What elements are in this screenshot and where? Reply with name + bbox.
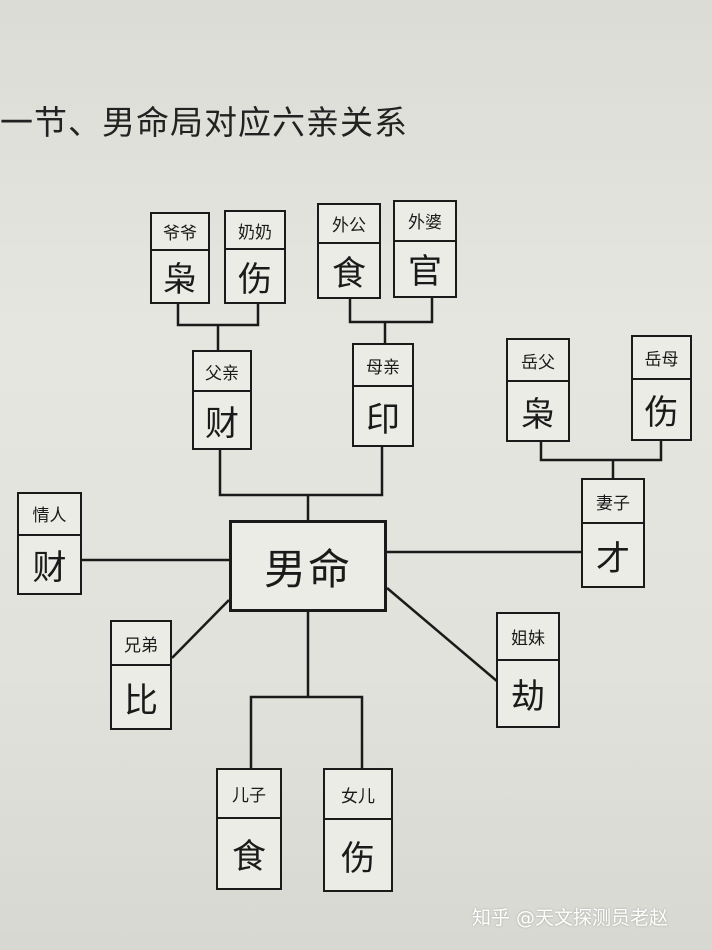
node-sister: 姐妹 劫 xyxy=(496,612,560,728)
ten-god-label: 枭 xyxy=(521,394,555,435)
node-mother-in-law: 岳母 伤 xyxy=(631,335,692,441)
ten-god-label: 伤 xyxy=(341,838,375,879)
ten-god-label: 财 xyxy=(32,547,67,588)
ten-god-label: 食 xyxy=(332,253,366,294)
line-to-brother xyxy=(171,599,230,659)
relation-label: 母亲 xyxy=(354,345,412,387)
line-maternal-grandparents xyxy=(348,297,434,324)
node-father-in-law: 岳父 枭 xyxy=(506,338,570,442)
relation-label: 外婆 xyxy=(395,202,455,242)
line-children xyxy=(249,695,364,768)
relation-label: 女儿 xyxy=(325,770,391,820)
relation-label: 姐妹 xyxy=(498,614,558,661)
ten-god-label: 劫 xyxy=(511,676,545,717)
line-parents xyxy=(218,446,384,497)
ten-god-label: 伤 xyxy=(644,392,679,433)
ten-god-label: 伤 xyxy=(238,259,272,300)
relation-label: 儿子 xyxy=(218,770,280,820)
relation-label: 岳父 xyxy=(508,340,568,382)
node-mother: 母亲 印 xyxy=(352,343,414,447)
relation-label: 外公 xyxy=(319,205,379,244)
ten-god-label: 才 xyxy=(596,538,630,579)
line-to-sister xyxy=(386,587,499,683)
center-node-male-chart: 男命 xyxy=(229,520,387,612)
relation-label: 父亲 xyxy=(194,352,250,393)
relation-label: 爷爷 xyxy=(152,214,208,252)
node-grandfather-maternal: 外公 食 xyxy=(317,203,381,299)
node-grandfather-paternal: 爷爷 枭 xyxy=(150,212,210,304)
relation-label: 奶奶 xyxy=(226,212,284,250)
watermark: 知乎 @天文探测员老赵 xyxy=(472,907,669,929)
node-lover: 情人 财 xyxy=(17,492,82,595)
ten-god-label: 官 xyxy=(408,252,442,293)
relation-label: 岳母 xyxy=(633,337,690,380)
node-daughter: 女儿 伤 xyxy=(323,768,393,892)
node-grandmother-maternal: 外婆 官 xyxy=(393,200,457,298)
line-in-laws xyxy=(539,440,663,462)
node-brother: 兄弟 比 xyxy=(110,620,172,730)
node-grandmother-paternal: 奶奶 伤 xyxy=(224,210,286,304)
relation-label: 兄弟 xyxy=(112,622,170,667)
ten-god-label: 印 xyxy=(366,399,400,440)
line-paternal-grandparents xyxy=(176,302,260,327)
ten-god-label: 比 xyxy=(124,680,158,721)
node-wife: 妻子 才 xyxy=(581,478,645,588)
ten-god-label: 枭 xyxy=(163,260,197,301)
node-son: 儿子 食 xyxy=(216,768,282,890)
relation-label: 情人 xyxy=(19,494,80,536)
relation-label: 妻子 xyxy=(583,480,643,525)
ten-god-label: 食 xyxy=(232,837,266,878)
node-father: 父亲 财 xyxy=(192,350,252,450)
ten-god-label: 财 xyxy=(205,403,239,444)
page-title: 一节、男命局对应六亲关系 xyxy=(0,103,408,142)
